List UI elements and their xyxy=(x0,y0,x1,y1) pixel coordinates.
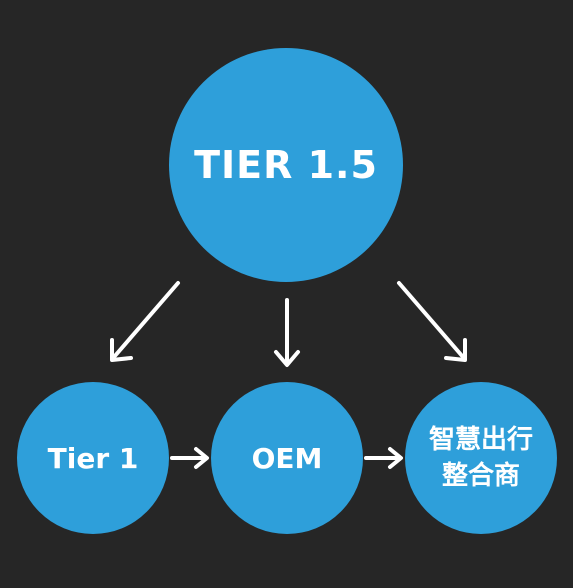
oem-label: OEM xyxy=(251,441,323,475)
arrow-tier1-to-oem xyxy=(170,447,209,469)
arrow-top-to-mobility xyxy=(397,281,467,362)
mobility-integrator-label-line1: 智慧出行 xyxy=(428,425,533,455)
arrow-top-to-oem xyxy=(274,298,300,367)
oem-node: OEM xyxy=(211,382,363,534)
arrow-oem-to-mobility xyxy=(364,447,403,469)
tier-1-5-node: TIER 1.5 xyxy=(169,48,403,282)
mobility-integrator-label-line2: 整合商 xyxy=(441,461,520,491)
mobility-integrator-node: 智慧出行 整合商 xyxy=(405,382,557,534)
arrow-top-to-tier1 xyxy=(110,281,180,362)
tier-1-node: Tier 1 xyxy=(17,382,169,534)
tier-1-label: Tier 1 xyxy=(47,441,139,475)
tier-1-5-label: TIER 1.5 xyxy=(194,143,378,187)
